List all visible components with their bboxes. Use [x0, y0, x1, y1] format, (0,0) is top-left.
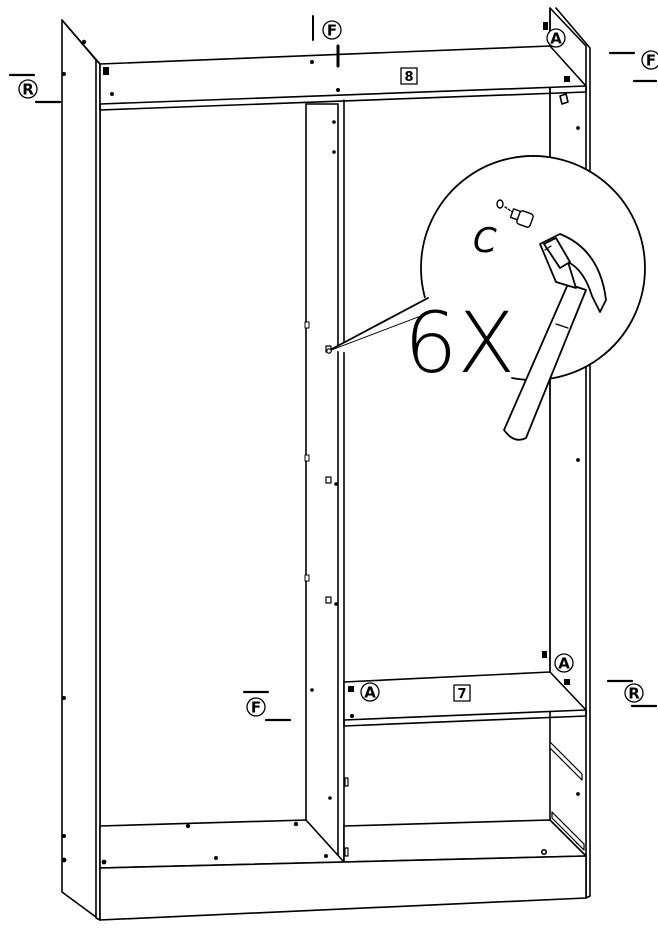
- shelf-panel-number: 7: [457, 687, 466, 702]
- label-f-bottom: F: [246, 697, 266, 717]
- top-panel: [99, 45, 587, 111]
- multiplier-label: 6X: [404, 294, 515, 392]
- plinth: [99, 855, 587, 921]
- left-side-panel: [61, 19, 101, 921]
- screw-r-left: [8, 73, 62, 104]
- label-f-bottom-text: F: [251, 699, 261, 717]
- label-a-right-text: A: [558, 655, 570, 673]
- label-a-top: A: [546, 28, 566, 48]
- label-r-right: R: [624, 683, 644, 703]
- label-a-right: A: [554, 653, 574, 673]
- screw-r-right: [606, 679, 658, 708]
- screw-f-top: [312, 15, 340, 68]
- label-a-top-text: A: [550, 30, 562, 48]
- top-panel-number: 8: [404, 70, 413, 85]
- bottom-panel-left: [99, 819, 345, 869]
- label-f-right-text: F: [646, 52, 656, 70]
- label-r-left: R: [18, 79, 38, 99]
- cam-dowel-icon: [496, 199, 534, 228]
- screw-f-right: [608, 51, 658, 83]
- top-panel-number-box: 8: [400, 67, 418, 85]
- label-f-top-text: F: [327, 22, 337, 40]
- label-f-top: F: [322, 20, 342, 40]
- hammer-icon: [503, 233, 607, 441]
- label-f-right: F: [641, 50, 658, 70]
- shelf-panel-number-box: 7: [453, 684, 471, 702]
- drawer-runners: [344, 741, 585, 857]
- center-divider: [304, 99, 345, 865]
- screw-f-bottom: [242, 690, 292, 722]
- label-a-shelf-text: A: [364, 684, 376, 702]
- bottom-panel-right: [343, 819, 587, 863]
- label-a-shelf: A: [360, 682, 380, 702]
- label-r-right-text: R: [628, 685, 640, 703]
- hardware-letter-c: C: [473, 221, 497, 261]
- label-r-left-text: R: [22, 81, 34, 99]
